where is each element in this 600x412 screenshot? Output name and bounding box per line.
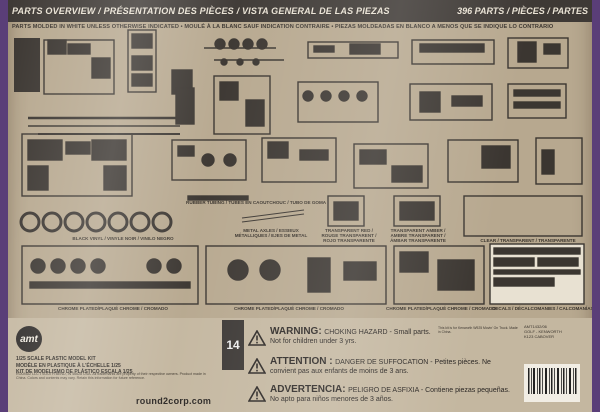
label-transparent-red: TRANSPARENT RED / ROUGE TRANSPARENT / RO… [321, 228, 377, 243]
label-chrome-3: CHROME PLATED/PLAQUÉ CHROME / CROMADO [386, 306, 496, 311]
parts-count: 396 PARTS / PIÈCES / PARTES [457, 6, 588, 16]
warning-fr-text: DANGER DE SUFFOCATION - Petites pièces. … [335, 359, 491, 366]
label-chrome-1: CHROME PLATED/PLAQUÉ CHROME / CROMADO [58, 306, 168, 311]
label-clear: CLEAR / TRANSPARENT / TRANSPARENTE [480, 238, 576, 243]
warning-en: WARNING: CHOKING HAZARD - Small parts. [270, 326, 431, 337]
scale-es: KIT DE MODELISMO DE PLÁSTICO ESCALA 1/25 [16, 369, 133, 375]
warning-triangle-icon [248, 358, 266, 374]
scale-info: 1/25 SCALE PLASTIC MODEL KIT MODÈLE EN P… [16, 356, 133, 376]
sprue-diagram [14, 29, 585, 305]
info-panel: amt 1/25 SCALE PLASTIC MODEL KIT MODÈLE … [8, 318, 592, 412]
barcode [524, 364, 580, 402]
warning-en-title: WARNING: [270, 326, 322, 337]
scale-fr: MODÈLE EN PLASTIQUE À L'ÉCHELLE 1/25 [16, 362, 121, 369]
warning-fr-title: ATTENTION : [270, 356, 333, 367]
warning-en-sub: Not for children under 3 yrs. [270, 338, 357, 345]
warning-triangle-icon [248, 330, 266, 346]
label-chrome-2: CHROME PLATED/PLAQUÉ CHROME / CROMADO [234, 306, 344, 311]
warning-fr-sub: convient pas aux enfants de moins de 3 a… [270, 368, 409, 375]
age-rating: 14 [226, 338, 240, 352]
header-band: PARTS OVERVIEW / PRÉSENTATION DES PIÈCES… [8, 0, 592, 22]
product-code-line: K123 CABOVER [524, 334, 555, 339]
product-code-block: AMT1432/06 GOLF - KENWORTH K123 CABOVER [524, 324, 562, 339]
warning-en-text: CHOKING HAZARD - Small parts. [324, 329, 431, 336]
website-url: round2corp.com [136, 396, 212, 406]
amt-logo: amt [16, 326, 42, 352]
molding-note: PARTS MOLDED IN WHITE UNLESS OTHERWISE I… [12, 24, 554, 30]
scale-en: 1/25 SCALE PLASTIC MODEL KIT [16, 356, 96, 362]
warning-triangle-icon [248, 386, 266, 402]
label-black-vinyl: BLACK VINYL / VINYLE NOIR / VINILO NEGRO [72, 236, 174, 241]
label-metal-axles: METAL AXLES / ESSIEUX MÉTALLIQUES / EJES… [234, 228, 308, 238]
warning-fr: ATTENTION : DANGER DE SUFFOCATION - Peti… [270, 356, 491, 367]
product-code-line: AMT1432/06 [524, 324, 547, 329]
label-transparent-amber: TRANSPARENT AMBER / AMBRE TRANSPARENT / … [390, 228, 446, 243]
warning-es: ADVERTENCIA: PELIGRO DE ASFIXIA - Contie… [270, 384, 510, 395]
warning-es-title: ADVERTENCIA: [270, 384, 346, 395]
parts-overview-title: PARTS OVERVIEW / PRÉSENTATION DES PIÈCES… [12, 6, 390, 16]
product-code-line: GOLF - KENWORTH [524, 329, 562, 334]
warning-es-sub: No apto para niños menores de 3 años. [270, 396, 393, 403]
label-rubber-tubing: RUBBER TUBING / TUBES EN CAOUTCHOUC / TU… [186, 200, 327, 205]
fine-print: This kit is for Kenworth W925 Movin' On … [438, 326, 518, 334]
warning-es-text: PELIGRO DE ASFIXIA - Contiene piezas peq… [348, 387, 510, 394]
age-rating-badge: 14 [222, 320, 244, 370]
label-decals: DECALS / DÉCALCOMANIES / CALCOMANÍAS [492, 306, 592, 311]
legal-text: ROUND2 LLC • SOUTH BEND, IN 46628 USA. A… [16, 372, 206, 381]
kit-box-back: PARTS OVERVIEW / PRÉSENTATION DES PIÈCES… [8, 0, 592, 412]
